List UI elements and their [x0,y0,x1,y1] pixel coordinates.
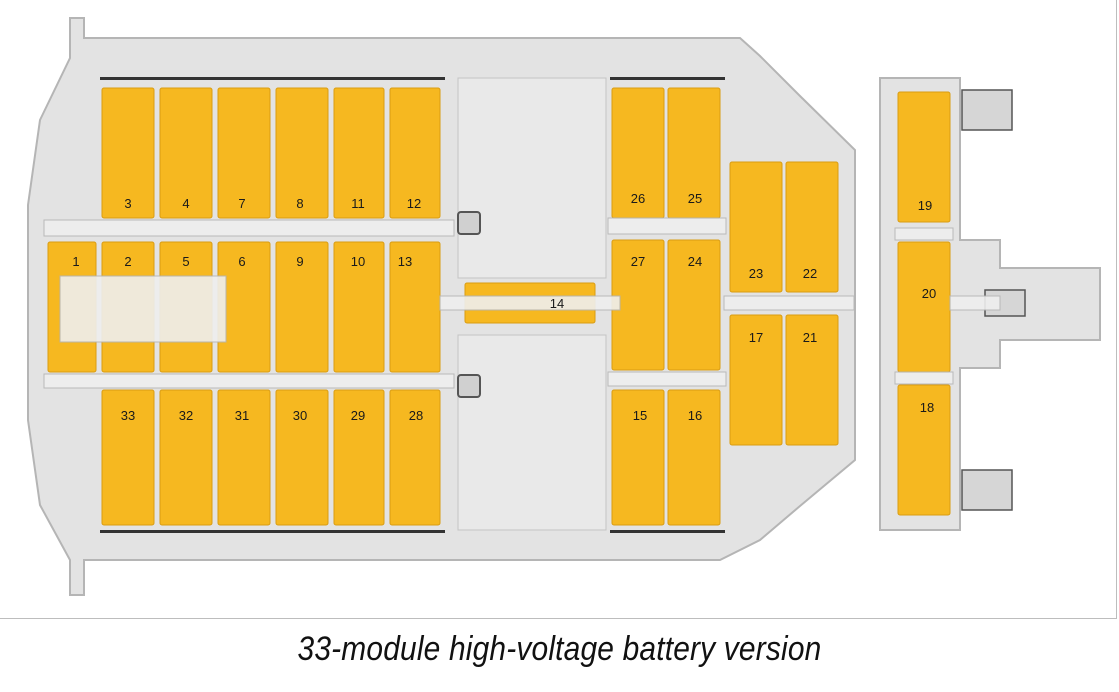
battery-module-18 [897,384,951,516]
rail-top-left [100,77,445,80]
rear-bracket-top [961,89,1013,131]
harness-plate [59,275,227,343]
module-label-13: 13 [398,254,412,269]
module-label-31: 31 [235,408,249,423]
battery-module-28 [389,389,441,526]
rail-bottom-left [100,530,445,533]
battery-module-7 [217,87,271,219]
module-label-1: 1 [72,254,79,269]
busbar-rear-link [949,295,1001,311]
battery-module-20 [897,241,951,373]
battery-module-16 [667,389,721,526]
battery-module-4 [159,87,213,219]
battery-module-23 [729,161,783,293]
battery-module-12 [389,87,441,219]
module-label-23: 23 [749,266,763,281]
module-label-17: 17 [749,330,763,345]
mount-boss-upper [457,211,481,235]
battery-module-10 [333,241,385,373]
busbar-rear-cross [894,227,954,241]
busbar-center [439,295,621,311]
busbar-right-cross [723,295,855,311]
busbar-rear-lower [894,371,954,385]
module-label-32: 32 [179,408,193,423]
module-label-7: 7 [238,196,245,211]
rail-bottom-right [610,530,725,533]
module-label-27: 27 [631,254,645,269]
center-floor-upper [457,77,607,279]
battery-module-21 [785,314,839,446]
center-floor-lower [457,334,607,531]
module-label-22: 22 [803,266,817,281]
module-label-19: 19 [918,198,932,213]
battery-module-9 [275,241,329,373]
battery-module-15 [611,389,665,526]
mount-boss-lower [457,374,481,398]
module-label-8: 8 [296,196,303,211]
battery-module-33 [101,389,155,526]
module-label-20: 20 [922,286,936,301]
busbar-upper-right [607,217,727,235]
module-label-29: 29 [351,408,365,423]
module-label-11: 11 [351,196,365,211]
battery-module-29 [333,389,385,526]
module-label-10: 10 [351,254,365,269]
busbar-upper-left [43,219,455,237]
module-label-6: 6 [238,254,245,269]
module-label-16: 16 [688,408,702,423]
busbar-lower-right [607,371,727,387]
module-label-28: 28 [409,408,423,423]
module-label-21: 21 [803,330,817,345]
busbar-lower-left [43,373,455,389]
rail-top-right [610,77,725,80]
battery-module-31 [217,389,271,526]
battery-module-3 [101,87,155,219]
module-label-24: 24 [688,254,702,269]
module-label-26: 26 [631,191,645,206]
module-label-2: 2 [124,254,131,269]
battery-module-30 [275,389,329,526]
module-label-3: 3 [124,196,131,211]
module-label-9: 9 [296,254,303,269]
module-label-14: 14 [550,296,564,311]
battery-module-19 [897,91,951,223]
figure-caption: 33-module high-voltage battery version [297,630,822,668]
battery-module-17 [729,314,783,446]
battery-module-11 [333,87,385,219]
rear-bracket-bottom [961,469,1013,511]
module-label-12: 12 [407,196,421,211]
battery-module-32 [159,389,213,526]
battery-module-8 [275,87,329,219]
battery-module-22 [785,161,839,293]
module-label-30: 30 [293,408,307,423]
module-label-33: 33 [121,408,135,423]
module-label-5: 5 [182,254,189,269]
battery-module-24 [667,239,721,371]
module-label-25: 25 [688,191,702,206]
module-label-15: 15 [633,408,647,423]
busbar-layer [43,217,1001,389]
module-label-4: 4 [182,196,189,211]
module-label-18: 18 [920,400,934,415]
